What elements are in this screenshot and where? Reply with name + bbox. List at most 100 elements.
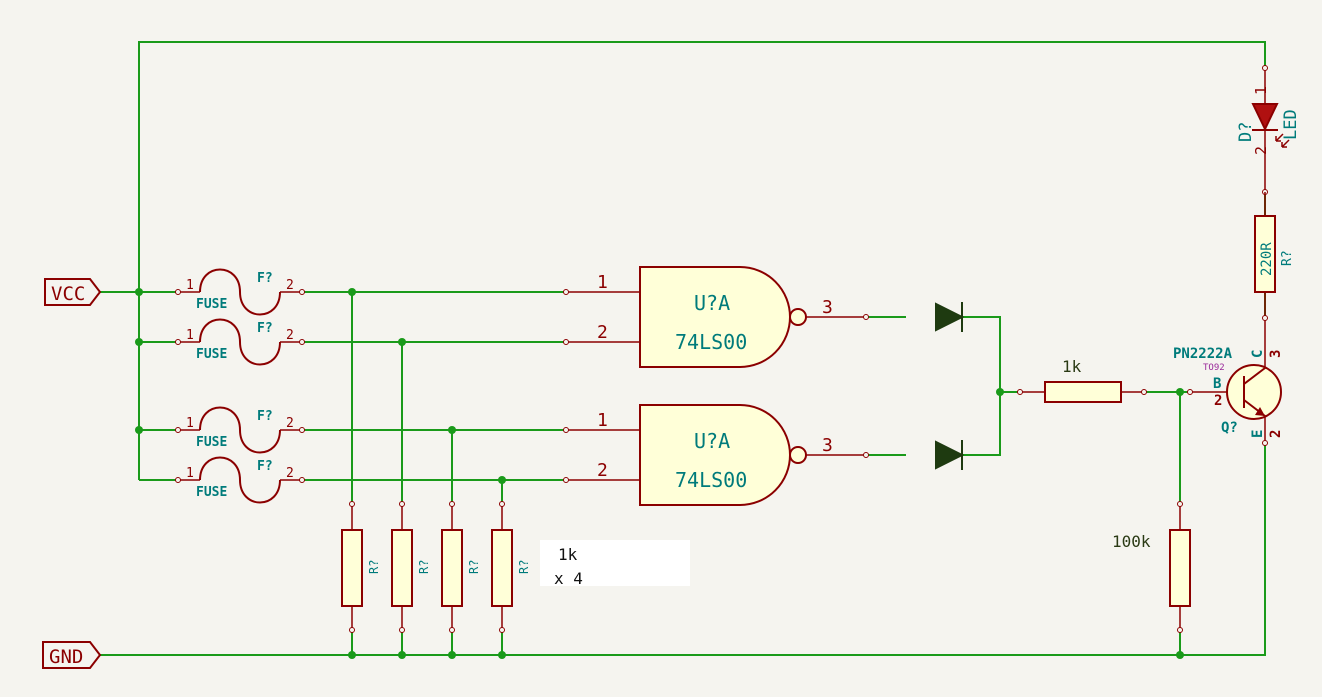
fuse-body <box>199 406 281 454</box>
gnd-port[interactable]: GND <box>42 641 102 669</box>
fuse-value: FUSE <box>196 347 227 362</box>
gnd-rail <box>100 443 1266 656</box>
gate-value: 74LS00 <box>675 468 747 492</box>
fuse-ref: F? <box>257 409 273 424</box>
junction <box>1176 388 1184 396</box>
led[interactable]: 1 2 D? LED <box>1236 65 1301 195</box>
pulldown-resistor[interactable]: R? <box>391 501 431 633</box>
transistor-c-pin: 3 <box>1268 350 1284 358</box>
nand-inversion-bubble <box>789 446 807 464</box>
junction <box>498 651 506 659</box>
base-pulldown-value: 100k <box>1112 532 1151 551</box>
fuse-pin2: 2 <box>286 466 294 481</box>
fuse-pin1: 1 <box>186 278 194 293</box>
fuse-ref: F? <box>257 271 273 286</box>
fuse-ref: F? <box>257 321 273 336</box>
gate-pin-in1: 1 <box>597 272 608 293</box>
gate-ref: U?A <box>694 429 730 453</box>
nand-gate-2[interactable]: 1 2 3 U?A 74LS00 <box>563 404 869 506</box>
fuse-body <box>199 318 281 366</box>
diode-1[interactable] <box>935 302 965 332</box>
pulldown-resistor[interactable]: R? <box>341 501 381 633</box>
diode-2[interactable] <box>935 440 965 470</box>
pulldown-resistors: R? R? R? R? <box>341 501 531 633</box>
junction <box>348 288 356 296</box>
fuse-pin1: 1 <box>186 466 194 481</box>
transistor-value: PN2222A <box>1173 346 1233 362</box>
led-ref: D? <box>1236 122 1256 142</box>
junction <box>448 426 456 434</box>
transistor-e-label: E <box>1250 430 1266 438</box>
junction <box>996 388 1004 396</box>
gate-pin-in2: 2 <box>597 460 608 481</box>
fuse[interactable]: 1 2 F? FUSE <box>175 268 305 316</box>
led-resistor[interactable]: 220R R? <box>1254 192 1295 318</box>
transistor-b-pin: 2 <box>1214 393 1222 409</box>
transistor-c-label: C <box>1250 350 1266 358</box>
junction <box>135 338 143 346</box>
resistor-body <box>1044 381 1122 403</box>
transistor-ref: Q? <box>1221 420 1238 436</box>
gate-pin-out: 3 <box>822 435 833 456</box>
fuse-value: FUSE <box>196 297 227 312</box>
pulldown-ref: R? <box>367 560 381 574</box>
fuse-value: FUSE <box>196 485 227 500</box>
junction <box>135 426 143 434</box>
resistor-body <box>341 529 363 607</box>
diode2-to-join <box>962 392 1001 456</box>
junction <box>398 338 406 346</box>
pulldown-ref: R? <box>467 560 481 574</box>
fuse-body <box>199 456 281 504</box>
resistor-body <box>391 529 413 607</box>
junction <box>348 651 356 659</box>
base-resistor[interactable]: 1k <box>1017 357 1147 403</box>
base-pulldown-resistor[interactable]: 100k <box>1112 501 1191 633</box>
blank-patch <box>540 540 690 586</box>
emitter-arrow <box>1255 407 1265 416</box>
vcc-port[interactable]: VCC <box>44 278 102 306</box>
fuse-pin2: 2 <box>286 328 294 343</box>
resistor-body <box>441 529 463 607</box>
pulldown-resistor[interactable]: R? <box>491 501 531 633</box>
resistor-body <box>491 529 513 607</box>
led-triangle <box>1251 103 1279 132</box>
pulldown-value-label: 1k <box>558 545 578 564</box>
fuse-pin1: 1 <box>186 328 194 343</box>
fuse-pin2: 2 <box>286 416 294 431</box>
junction <box>498 476 506 484</box>
fuse-body <box>199 268 281 316</box>
gate-pin-in2: 2 <box>597 322 608 343</box>
diode1-to-join <box>962 316 1001 392</box>
junction <box>448 651 456 659</box>
fuse-pin1: 1 <box>186 416 194 431</box>
transistor-e-pin: 2 <box>1268 430 1284 438</box>
led-resistor-value: 220R <box>1259 242 1275 276</box>
pulldown-ref: R? <box>417 560 431 574</box>
gnd-port-label: GND <box>49 646 83 668</box>
transistor-envelope <box>1226 364 1282 420</box>
fuse[interactable]: 1 2 F? FUSE <box>175 406 305 454</box>
nand-inversion-bubble <box>789 308 807 326</box>
nand-gate-1[interactable]: 1 2 3 U?A 74LS00 <box>563 266 869 368</box>
fuse-pin2: 2 <box>286 278 294 293</box>
pulldown-count-label: x 4 <box>554 569 583 588</box>
junction <box>398 651 406 659</box>
npn-transistor[interactable]: PN2222A TO92 Q? B 2 C 3 E 2 <box>1173 315 1284 446</box>
junctions <box>135 288 1184 659</box>
led-resistor-ref: R? <box>1280 250 1295 266</box>
vcc-port-label: VCC <box>51 283 85 305</box>
pulldown-resistor[interactable]: R? <box>441 501 481 633</box>
base-resistor-value: 1k <box>1062 357 1082 376</box>
fuse-value: FUSE <box>196 435 227 450</box>
junction <box>1176 651 1184 659</box>
led-pin2: 2 <box>1252 146 1270 155</box>
fuse[interactable]: 1 2 F? FUSE <box>175 318 305 366</box>
junction <box>135 288 143 296</box>
gate-pin-out: 3 <box>822 297 833 318</box>
resistor-body <box>1254 215 1276 293</box>
led-value: LED <box>1281 109 1301 140</box>
transistor-package: TO92 <box>1203 363 1225 373</box>
